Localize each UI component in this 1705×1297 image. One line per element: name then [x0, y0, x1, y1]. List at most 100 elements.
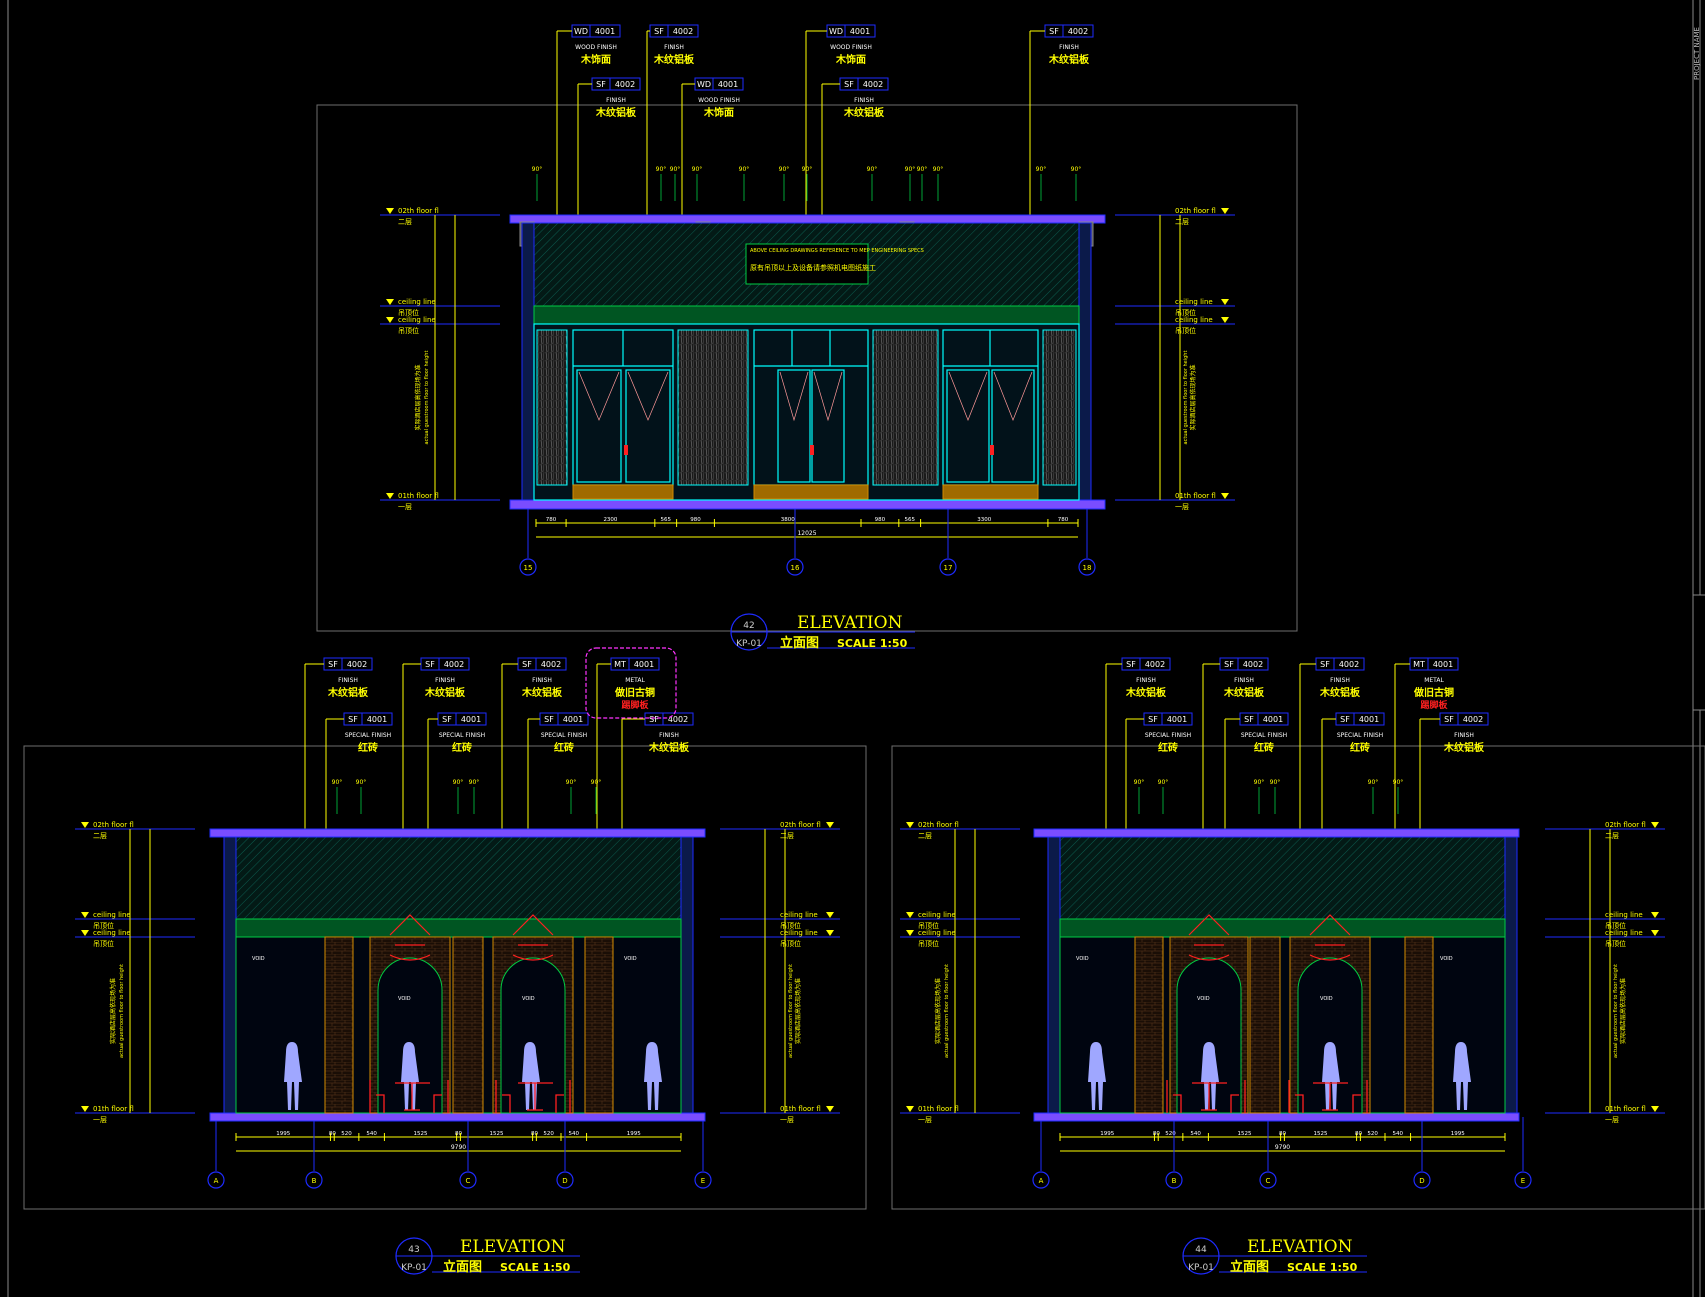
figures-44 — [1088, 1042, 1471, 1110]
level-label-cn: 吊顶位 — [918, 921, 939, 930]
tag-finish-cn: 木饰面 — [580, 53, 611, 66]
frame-elevation-42 — [316, 104, 1298, 632]
height-note-cn: 实际酒店层高依现场为准 — [794, 978, 802, 1044]
angle-label: 90° — [1368, 779, 1379, 786]
tag-code: SF — [348, 715, 358, 724]
level-label-en: 01th floor fl — [93, 1105, 134, 1113]
tag-number: 4001 — [595, 27, 615, 36]
tag-finish-cn: 红砖 — [1158, 741, 1178, 754]
tag-code: SF — [544, 715, 554, 724]
level-label-en: ceiling line — [1605, 929, 1643, 937]
tag-finish-cn: 木纹铝板 — [1443, 741, 1485, 754]
height-note-cn: 实际酒店层高依现场为准 — [1619, 978, 1627, 1044]
tag-num-box — [535, 657, 567, 671]
dim-value: 540 — [366, 1131, 377, 1137]
dim-value: 565 — [660, 517, 671, 523]
angle-label: 90° — [867, 166, 878, 173]
tag-num-box — [1353, 712, 1385, 726]
angle-label: 90° — [332, 779, 343, 786]
level-label-en: 01th floor fl — [1175, 492, 1216, 500]
level-label-cn: 吊顶位 — [918, 939, 939, 948]
tag-code: SF — [1444, 715, 1454, 724]
level-marker — [826, 930, 834, 936]
tag-num-box — [667, 24, 699, 38]
tag-code: SF — [1320, 660, 1330, 669]
level-label-cn: 吊顶位 — [1175, 326, 1196, 335]
tag-code: SF — [425, 660, 435, 669]
dim-value: 520 — [543, 1131, 554, 1137]
level-marker — [906, 912, 914, 918]
grid-label: A — [1039, 1177, 1044, 1185]
angle-label: 90° — [933, 166, 944, 173]
height-note-en: actual guestroom floor to floor height — [424, 351, 430, 445]
grid-bubble — [556, 1171, 574, 1189]
level-label-cn: 吊顶位 — [1175, 308, 1196, 317]
tag-number: 4001 — [1263, 715, 1283, 724]
tag-num-box — [844, 24, 876, 38]
title-44-sheet: KP-01 — [1188, 1263, 1214, 1273]
grid-label: 17 — [944, 564, 953, 572]
height-note-cn: 实际酒店层高依现场为准 — [109, 978, 117, 1044]
title-44-cn: 立面图 — [1230, 1259, 1269, 1275]
level-marker — [81, 912, 89, 918]
angle-label: 90° — [670, 166, 681, 173]
height-note-cn: 实际酒店层高依现场为准 — [934, 978, 942, 1044]
grid-bubble — [1514, 1171, 1532, 1189]
angle-label: 90° — [566, 779, 577, 786]
height-note-en: actual guestroom floor to floor height — [1613, 964, 1619, 1058]
angle-label: 90° — [1158, 779, 1169, 786]
tag-num-box — [455, 712, 487, 726]
tag-finish-en: FINISH — [338, 677, 358, 684]
level-marker — [826, 822, 834, 828]
level-marker — [1221, 208, 1229, 214]
tag-finish-en: WOOD FINISH — [830, 44, 872, 51]
level-label-en: ceiling line — [918, 911, 956, 919]
tag-num-box — [1457, 712, 1489, 726]
level-label-cn: 二层 — [1605, 832, 1619, 840]
level-marker — [906, 930, 914, 936]
tag-num-box — [438, 657, 470, 671]
dim-value: 1525 — [489, 1131, 503, 1137]
tag-finish-en: FINISH — [606, 97, 626, 104]
tag-finish-cn: 红砖 — [452, 741, 472, 754]
tag-code: WD — [574, 27, 588, 36]
tag-num-box — [1139, 657, 1171, 671]
dim-total: 9790 — [1275, 1144, 1290, 1151]
dim-value: 1995 — [1451, 1131, 1465, 1137]
tag-code: WD — [829, 27, 843, 36]
dim-value: 80 — [531, 1131, 538, 1137]
grid-label: C — [1266, 1177, 1271, 1185]
tag-num-box — [1333, 657, 1365, 671]
level-label-cn: 一层 — [93, 1116, 107, 1124]
level-marker — [1651, 912, 1659, 918]
dim-value: 540 — [1393, 1131, 1404, 1137]
tag-num-box — [1427, 657, 1459, 671]
void-label: VOID — [1440, 956, 1453, 962]
tag-code: SF — [1244, 715, 1254, 724]
tag-finish-en: FINISH — [1059, 44, 1079, 51]
angle-label: 90° — [1036, 166, 1047, 173]
grid-label: 15 — [524, 564, 533, 572]
level-label-cn: 二层 — [1175, 218, 1189, 226]
dim-value: 1995 — [627, 1131, 641, 1137]
tag-num-box — [1062, 24, 1094, 38]
grid-label: C — [466, 1177, 471, 1185]
tag-finish-cn: 木纹铝板 — [1048, 53, 1090, 66]
title-42-title: ELEVATION — [797, 613, 903, 633]
tag-number: 4001 — [1433, 660, 1453, 669]
tag-finish-en: METAL — [1424, 677, 1444, 684]
level-label-cn: 一层 — [398, 503, 412, 511]
dim-value: 3300 — [977, 517, 991, 523]
void-label: VOID — [252, 956, 265, 962]
tag-number: 4002 — [541, 660, 561, 669]
void-label: VOID — [624, 956, 637, 962]
dim-value: 1525 — [1238, 1131, 1252, 1137]
title-42-num: 42 — [743, 621, 754, 631]
tag-finish-en: FINISH — [659, 732, 679, 739]
dim-value: 1525 — [414, 1131, 428, 1137]
grid-label: A — [214, 1177, 219, 1185]
mep-note-cn: 原有吊顶以上及设备请参照机电图纸施工 — [750, 263, 876, 272]
